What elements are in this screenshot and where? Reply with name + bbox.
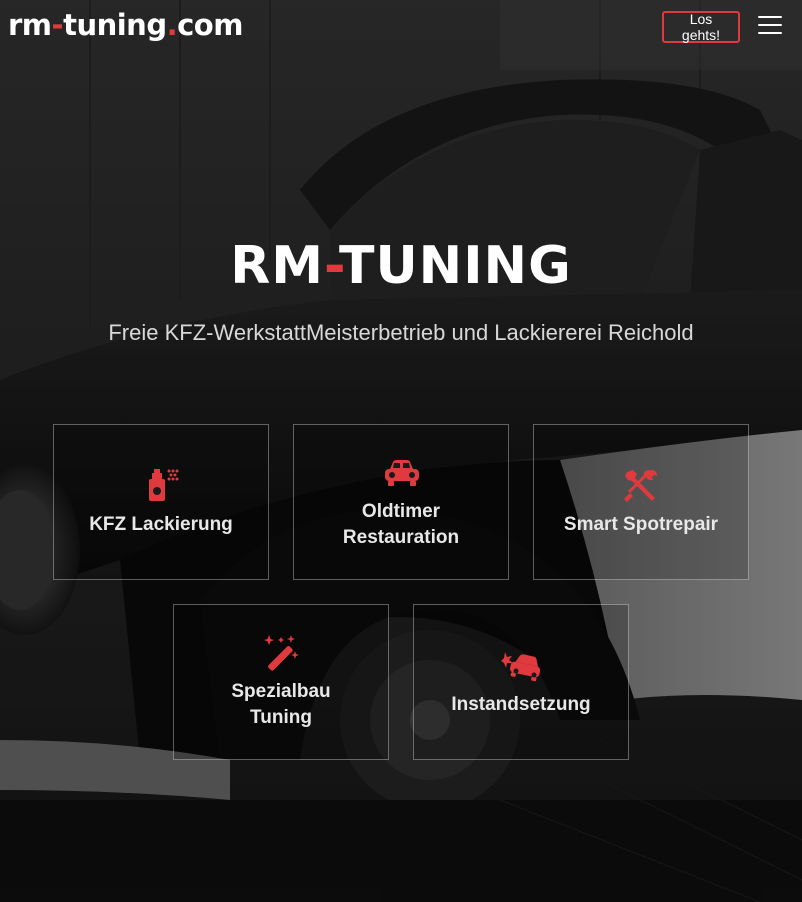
car-crash-icon [501,652,541,682]
site-header: rm-tuning.com Los gehts! [0,0,802,56]
magic-wand-icon [264,635,299,671]
logo-text-rm: rm [8,8,52,42]
service-card-oldtimer-restauration[interactable]: Oldtimer Restauration [293,424,509,580]
hero-title-tuning: TUNING [338,236,572,296]
hero-title-dash: - [324,236,339,296]
hamburger-line [758,24,782,26]
service-card-instandsetzung[interactable]: Instandsetzung [413,604,629,760]
car-icon [385,460,419,486]
service-card-kfz-lackierung[interactable]: KFZ Lackierung [53,424,269,580]
spray-paint-icon [149,469,179,501]
site-logo[interactable]: rm-tuning.com [8,8,243,42]
hamburger-icon[interactable] [758,14,782,36]
logo-dot: . [166,8,178,42]
tools-icon [624,470,657,502]
service-card-smart-spotrepair[interactable]: Smart Spotrepair [533,424,749,580]
service-label: Oldtimer Restauration [342,501,460,548]
service-label: Spezialbau Tuning [231,681,331,728]
hamburger-line [758,16,782,18]
los-gehts-button[interactable]: Los gehts! [662,11,740,43]
hero-title-rm: RM [230,236,325,296]
service-card-spezialbau-tuning[interactable]: Spezialbau Tuning [173,604,389,760]
service-label: Smart Spotrepair [563,514,719,535]
hero-subtitle: Freie KFZ-WerkstattMeisterbetrieb und La… [108,320,694,345]
hero-title: RM-TUNING [0,236,802,296]
logo-dash: - [51,8,64,42]
hamburger-line [758,32,782,34]
logo-text-tuning: tuning [63,8,167,42]
service-label: KFZ Lackierung [89,514,233,535]
service-label: Instandsetzung [451,694,591,715]
logo-text-com: com [177,8,243,42]
